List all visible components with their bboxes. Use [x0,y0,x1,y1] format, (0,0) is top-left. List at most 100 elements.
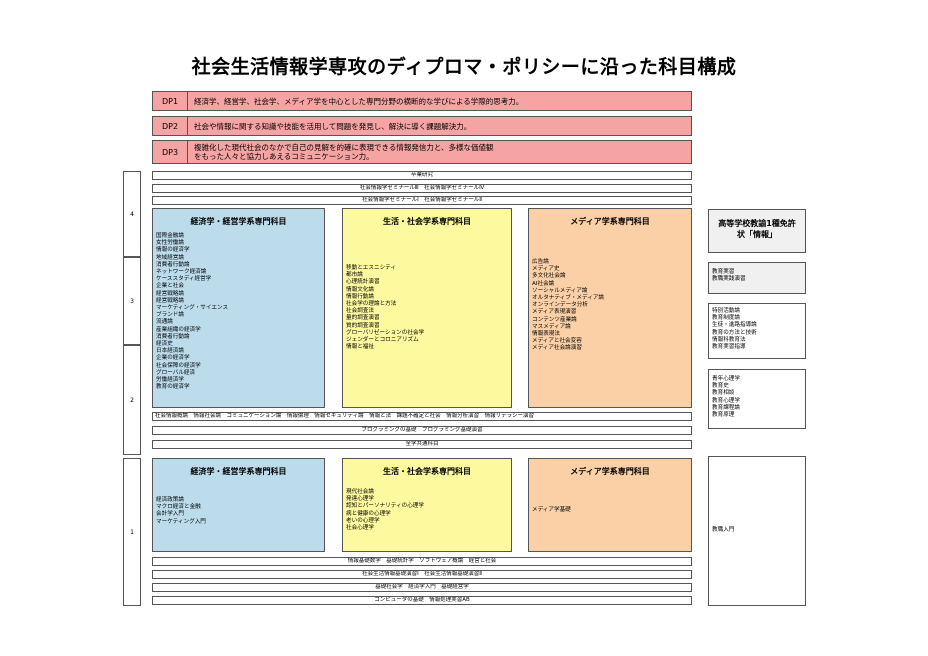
lower-econ-heading: 経済学・経営学系専門科目 [190,467,287,476]
list-item: 移動とエスニシティ [346,265,397,271]
list-item: 病と健康の心理学 [346,510,391,517]
list-item: 発達心理学 [346,496,374,503]
list-item: 教育実習指導 [712,344,746,351]
list-item: 情報科教育法 [712,336,746,343]
list-item: 青年心理学 [712,376,740,382]
list-item: メディア学基礎 [532,507,571,513]
list-item: 社会保障の経済学 [156,362,201,369]
license-header-text: 高等学校教諭1種免許状「情報」 [718,219,796,239]
license-box-3: 青年心理学 教育史 教育相談 教育心理学 教育課程論 教育原理 [708,369,806,429]
year-2-cell: 2 [123,345,141,455]
upper-life-heading: 生活・社会学系専門科目 [383,217,471,226]
list-item: 老いの心理学 [346,517,380,524]
dp2-label: DP2 [153,117,188,135]
lower-life-list: 現代社会論 発達心理学 認知とパーソナリティの心理学 病と健康の心理学 老いの心… [343,489,511,532]
list-item: 教育制度論 [712,315,740,322]
upper-media-column: メディア学系専門科目 広告論 メディア史 多文化社会論 AI社会論 ソーシャルメ… [528,208,692,408]
list-item: 女性労働論 [156,240,184,247]
page-title: 社会生活情報学専攻のディプロマ・ポリシーに沿った科目構成 [191,56,737,78]
list-item: マーケティング・サイエンス [156,305,229,312]
list-item: ブランド論 [156,312,184,319]
list-item: 労働経済学 [156,377,184,384]
upper-econ-list: 国際金融論 女性労働論 情報の経済学 地域経営論 消費者行動論 ネットワーク経済… [153,233,324,391]
list-item: 社会心理学 [346,525,374,532]
lower-media-heading: メディア学系専門科目 [570,467,650,476]
lower-bar-4: コンピュータの基礎 情報処理実習AB [152,596,692,605]
year-3-label: 3 [130,297,134,305]
upper-media-list: 広告論 メディア史 多文化社会論 AI社会論 ソーシャルメディア論 オルタナティ… [529,259,691,353]
list-item: 日本経済論 [156,348,184,355]
list-item: 情報と福祉 [346,344,374,351]
upper-econ-heading: 経済学・経営学系専門科目 [190,217,287,226]
lower-media-list: メディア学基礎 [529,507,691,514]
list-item: マーケティング入門 [156,518,206,525]
list-item: ケーススタディ経営学 [156,276,212,283]
dp1-label: DP1 [153,92,188,110]
list-item: 社会学の理論と方法 [346,301,397,308]
list-item: 生徒・進路指導論 [712,322,757,329]
zengaku-bar: 全学共通科目 [152,440,692,449]
list-item: 教職実践演習 [712,276,746,283]
list-item: 現代社会論 [346,489,374,495]
list-item: 心理統計演習 [346,279,380,286]
list-item: 会計学入門 [156,511,184,518]
list-item: 量的調査演習 [346,315,380,322]
dp2-row: DP2 社会や情報に関する知識や技能を活用して問題を発見し、解決に導く課題解決力… [152,116,692,136]
dp2-text: 社会や情報に関する知識や技能を活用して問題を発見し、解決に導く課題解決力。 [194,121,472,131]
list-item: コンテンツ産業論 [532,316,577,323]
list-item: メディア表現演習 [532,309,577,316]
list-item: 経営戦略論 [156,290,184,297]
list-item: 教育の方法と技術 [712,329,757,336]
list-item: 情報行動論 [346,293,374,300]
list-item: 教育の経済学 [156,384,190,391]
license-box-1: 教育実習 教職実践演習 [708,262,806,294]
list-item: 質的調査演習 [346,322,380,329]
dp3-label: DP3 [153,141,188,163]
list-item: 教育相談 [712,390,735,397]
programming-bar: プログラミングの基礎 プログラミング基礎演習 [152,426,692,435]
list-item: 多文化社会論 [532,273,566,280]
list-item: 教育心理学 [712,397,740,404]
lower-bar-1: 情報基礎数学 基礎統計学 ソフトウェア概論 経営と社会 [152,557,692,566]
lower-bar-3: 基礎社会学 経済学入門 基礎経営学 [152,583,692,592]
seminar-12-bar: 社会情報学ゼミナールⅠ 社会情報学ゼミナールⅡ [152,196,692,205]
list-item: 教育史 [712,383,729,390]
dp3-row: DP3 複雑化した現代社会のなかで自己の見解を的確に表現できる情報発信力と、多様… [152,140,692,164]
list-item: ネットワーク経済論 [156,269,207,276]
list-item: 地域経営論 [156,254,184,261]
list-item: 情報文化論 [346,286,374,293]
list-item: 都市論 [346,272,363,279]
year-3-cell: 3 [123,257,141,345]
list-item: 国際金融論 [156,233,184,239]
year-1-label: 1 [130,528,134,536]
list-item: 社会調査法 [346,308,374,315]
list-item: メディア史 [532,266,560,273]
upper-life-list: 移動とエスニシティ 都市論 心理統計演習 情報文化論 情報行動論 社会学の理論と… [343,265,511,351]
license-box-2: 特別活動論 教育制度論 生徒・進路指導論 教育の方法と技術 情報科教育法 教育実… [708,303,806,359]
list-item: 情報の経済学 [156,247,190,254]
sotsugyo-bar: 卒業研究 [152,171,692,180]
list-item: 教育原理 [712,412,735,419]
list-item: 特別活動論 [712,308,740,314]
year-4-label: 4 [130,210,134,218]
list-item: 企業の経済学 [156,355,190,362]
license-box-4: 教職入門 [708,456,806,606]
list-item: 流通論 [156,319,173,326]
upper-life-column: 生活・社会学系専門科目 移動とエスニシティ 都市論 心理統計演習 情報文化論 情… [342,208,512,408]
list-item: 経営戦略論 [156,297,184,304]
list-item: マクロ経済と金融 [156,504,201,511]
list-item: 消費者行動論 [156,333,190,340]
list-item: オルタナティブ・メディア論 [532,295,604,302]
list-item: メディアと社会変容 [532,338,582,345]
list-item: 教育実習 [712,269,735,275]
lower-econ-column: 経済学・経営学系専門科目 経済政策論 マクロ経済と金融 会計学入門 マーケティン… [152,458,325,552]
list-item: ソーシャルメディア論 [532,287,588,294]
list-item: 企業と社会 [156,283,184,290]
year-1-cell: 1 [123,458,141,606]
dp1-row: DP1 経済学、経営学、社会学、メディア学を中心とした専門分野の横断的な学びによ… [152,91,692,111]
seminar-34-bar: 社会情報学ゼミナールⅢ 社会情報学ゼミナールⅣ [152,184,692,193]
list-item: マスメディア論 [532,323,571,330]
upper-econ-column: 経済学・経営学系専門科目 国際金融論 女性労働論 情報の経済学 地域経営論 消費… [152,208,325,408]
list-item: 産業組織の経済学 [156,326,201,333]
list-item: オンラインデータ分析 [532,302,588,309]
